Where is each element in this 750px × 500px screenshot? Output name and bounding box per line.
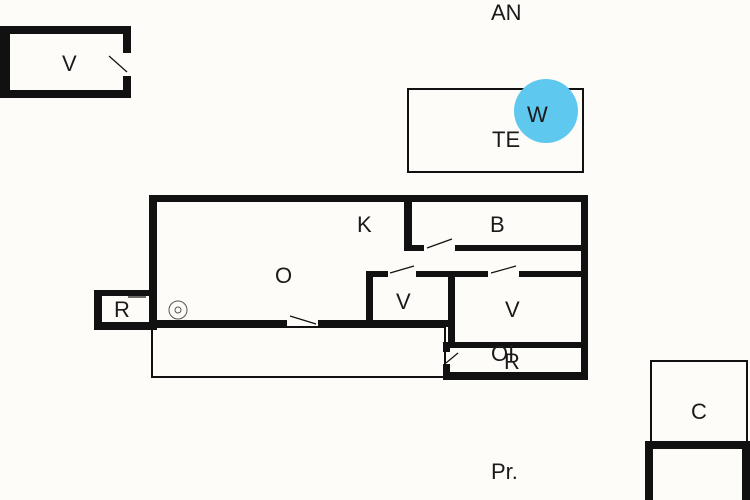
main-house: [94, 195, 588, 380]
compass-label: AN: [491, 0, 522, 25]
room-label-bedroom-1[interactable]: V: [396, 289, 411, 314]
room-label-bedroom-2[interactable]: V: [505, 297, 520, 322]
room-label-carport: C: [691, 399, 707, 424]
terrace-room[interactable]: W TE: [407, 79, 584, 173]
carport-room[interactable]: C: [645, 360, 750, 500]
door-icon: [426, 238, 453, 249]
parking-label: Pr.: [491, 459, 518, 484]
room-label-bath[interactable]: B: [490, 212, 505, 237]
stove-icon: [168, 300, 188, 320]
shed-room[interactable]: V: [0, 26, 131, 98]
room-label-utility-ol[interactable]: OI: [491, 341, 514, 366]
room-label-shed: V: [62, 51, 77, 76]
wc-marker-label: W: [527, 102, 548, 127]
room-label-r-left[interactable]: R: [114, 297, 130, 322]
door-icon: [445, 352, 459, 364]
room-label-terrace: TE: [492, 127, 520, 152]
room-label-kitchen[interactable]: K: [357, 212, 372, 237]
door-icon: [490, 265, 517, 274]
room-label-living[interactable]: O: [275, 263, 292, 288]
door-icon: [389, 265, 415, 274]
room-label-utility-r[interactable]: R: [504, 349, 520, 374]
door-icon: [289, 315, 317, 325]
wc-marker-icon: [514, 79, 578, 143]
door-icon: [108, 55, 128, 73]
